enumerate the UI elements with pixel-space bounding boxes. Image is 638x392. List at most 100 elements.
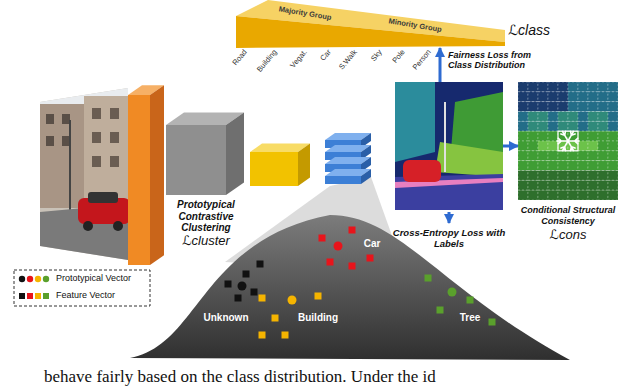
grid-cell	[568, 121, 578, 131]
grid-cell	[578, 151, 588, 161]
class-name: Sky	[370, 48, 385, 63]
seg-car	[403, 160, 441, 182]
grid-cell	[518, 190, 528, 200]
flow-arrow	[439, 48, 442, 82]
grid-cell	[538, 112, 548, 122]
grid-cell	[598, 141, 608, 151]
feature-vector	[272, 315, 279, 322]
caption-block: Conditional Structural Consistencyℒcons	[506, 205, 630, 242]
feature-vector	[282, 332, 289, 339]
grid-cell	[608, 131, 618, 141]
grid-cell	[518, 171, 528, 181]
legend-sample	[27, 293, 33, 299]
grid-cell	[518, 102, 528, 112]
grid-cell	[518, 92, 528, 102]
grid-cell	[538, 121, 548, 131]
output-stack	[325, 133, 371, 184]
feature-vector	[489, 319, 496, 326]
grid-cell	[608, 112, 618, 122]
grid-cell	[598, 190, 608, 200]
photo-window	[110, 108, 119, 119]
photo-car-wheel	[113, 221, 123, 231]
photo-car-wheel	[83, 221, 93, 231]
grid-cell	[538, 131, 548, 141]
node-label: Unknown	[204, 312, 249, 324]
grid-cell	[608, 171, 618, 181]
grid-cell	[518, 82, 528, 92]
photo-window	[92, 132, 101, 143]
feature-block	[250, 152, 298, 186]
grid-cell	[538, 92, 548, 102]
grid-cell	[588, 141, 598, 151]
feature-vector	[349, 263, 356, 270]
grid-cell	[568, 180, 578, 190]
grid-cell	[598, 102, 608, 112]
feature-vector	[315, 293, 322, 300]
grid-cell	[528, 141, 538, 151]
feature-vector	[259, 332, 266, 339]
node-caption: ℒcons	[506, 227, 630, 243]
feature-vector	[319, 235, 326, 242]
grid-cell	[588, 82, 598, 92]
grid-cell	[598, 171, 608, 181]
node-shape	[236, 0, 505, 48]
grid-cell	[538, 102, 548, 112]
grid-cell	[548, 131, 558, 141]
grid-cell	[538, 190, 548, 200]
band-front-face	[236, 16, 505, 48]
grid-cell	[518, 121, 528, 131]
legend-frame	[14, 270, 150, 306]
grid-cell	[548, 121, 558, 131]
grid-cell	[588, 92, 598, 102]
grid-cell	[588, 171, 598, 181]
grid-cell	[598, 180, 608, 190]
feature-block	[166, 125, 226, 195]
node-label: Car	[364, 238, 381, 250]
grid-cell	[558, 171, 568, 181]
grid-cell	[548, 141, 558, 151]
seg-pole	[444, 102, 446, 172]
grid-cell	[558, 161, 568, 171]
legend-sample	[43, 276, 49, 282]
feature-vector	[235, 295, 242, 302]
grid-cell	[608, 161, 618, 171]
grid-cell	[528, 121, 538, 131]
feature-block	[298, 144, 310, 186]
legend-text: Feature Vector	[56, 290, 115, 300]
grid-cell	[568, 171, 578, 181]
loss-symbol: ℒclass	[508, 22, 550, 38]
grid-cell	[538, 141, 548, 151]
photo-window	[62, 136, 70, 146]
grid-cell	[558, 102, 568, 112]
structural-consistency-grid: Conditional Structural Consistencyℒcons	[518, 82, 618, 200]
class-name: Person	[411, 48, 433, 72]
grid-cell	[608, 141, 618, 151]
grid-cell	[558, 112, 568, 122]
node-caption: Conditional Structural Consistency	[506, 205, 630, 227]
grid-cell	[528, 151, 538, 161]
grid-cell	[558, 82, 568, 92]
encoder-block	[128, 95, 150, 265]
grid-cell	[608, 121, 618, 131]
prototype-vector	[238, 282, 247, 291]
grid-cell	[538, 82, 548, 92]
grid-cell	[538, 180, 548, 190]
grid-cell	[528, 102, 538, 112]
grid-cell	[588, 190, 598, 200]
photo-window	[62, 114, 70, 124]
class-name: Car	[319, 48, 333, 63]
grid-cell	[568, 151, 578, 161]
grid-cell	[568, 102, 578, 112]
feature-vector	[259, 295, 266, 302]
grid-cell	[608, 102, 618, 112]
feature-vector	[251, 289, 258, 296]
grid-cell	[568, 190, 578, 200]
node-shape	[518, 82, 618, 200]
loss-symbol: ℒcluster	[163, 234, 249, 249]
prototype-vector	[448, 288, 457, 297]
paper-body-text: behave fairly based on the class distrib…	[44, 367, 436, 387]
prototype-vector	[288, 296, 297, 305]
loss-caption: Fairness Loss from Class Distribution	[448, 50, 556, 71]
grid-cell	[588, 131, 598, 141]
grid-cell	[608, 180, 618, 190]
